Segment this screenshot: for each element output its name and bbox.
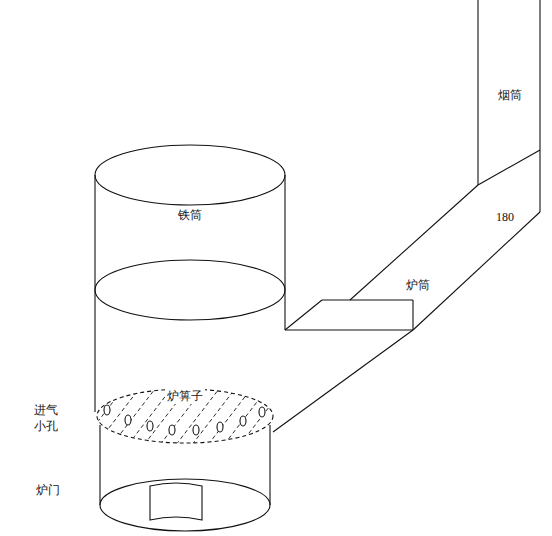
hatch-line (44, 385, 94, 450)
hatch-line (0, 385, 30, 450)
base-side (99, 425, 100, 505)
hatch-line (156, 385, 206, 450)
air-hole (193, 425, 199, 435)
hatch-line (252, 385, 302, 450)
hatch-line (0, 385, 14, 450)
hatch-line (28, 385, 78, 450)
air-hole (259, 407, 265, 417)
flue-edge (413, 212, 540, 330)
base-side (269, 425, 270, 505)
air-hole (147, 421, 153, 431)
base-bottom (100, 479, 270, 531)
part-label: 炉筒 (404, 277, 432, 293)
chimney-edge (539, 0, 540, 212)
drum-side (284, 175, 285, 330)
part-label: 炉门 (36, 482, 60, 498)
part-label: 烟筒 (498, 87, 522, 103)
flue-edge (350, 185, 478, 300)
air-holes (104, 405, 265, 435)
stove-door (150, 483, 202, 520)
hatch-line (60, 385, 110, 450)
box-edge (273, 330, 413, 432)
hatch-line (76, 385, 126, 450)
drum-joint (95, 260, 285, 320)
hatch-line (108, 385, 158, 450)
part-label: 进气 小孔 (34, 402, 62, 434)
part-label: 铁筒 (178, 207, 202, 223)
air-hole (125, 415, 131, 425)
chimney-edge (477, 0, 478, 185)
chimney-edge (478, 150, 540, 185)
part-label: 炉箅子 (165, 388, 205, 404)
hatch-line (236, 385, 286, 450)
air-hole (240, 416, 246, 426)
dimension-label: 180 (494, 209, 516, 225)
hatch-line (12, 385, 62, 450)
drum-side (94, 175, 95, 412)
box-edge (412, 300, 413, 330)
hatch-line (204, 385, 254, 450)
air-hole (104, 405, 110, 415)
air-hole (217, 422, 223, 432)
box-edge (285, 329, 413, 330)
air-hole (169, 425, 175, 435)
box-edge (285, 300, 322, 330)
hatch-line (220, 385, 270, 450)
box-edge (322, 299, 413, 300)
drum-top (95, 145, 285, 205)
hatch-line (0, 385, 46, 450)
